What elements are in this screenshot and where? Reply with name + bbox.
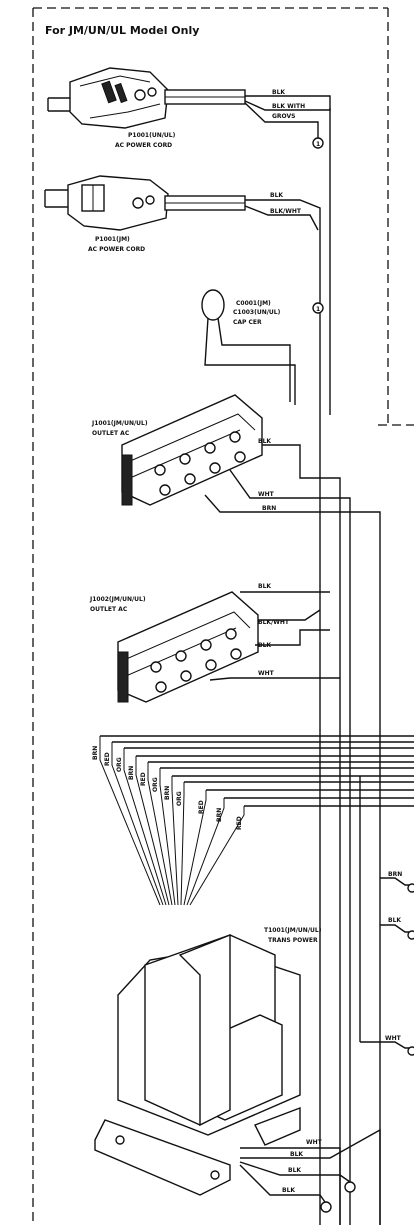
outlet2-wire-2-label: BLK/WHT <box>258 619 290 626</box>
cord-ul-ref: P1001(UN/UL) <box>128 132 176 139</box>
bottom-label-3: BLK <box>288 1167 301 1174</box>
bottom-label-2: BLK <box>290 1151 303 1158</box>
lead-label-11: RED <box>236 816 243 830</box>
cord-ul-wire-b-label-2: GROVS <box>272 113 295 120</box>
outlet1-wire-3-label: BRN <box>262 505 276 512</box>
cord-ul-terminal-number: 1 <box>316 141 320 148</box>
capacitor-ref-jm: C0001(JM) <box>236 300 271 307</box>
ac-outlet-j1001 <box>121 394 381 1225</box>
lead-label-1: BRN <box>92 746 99 760</box>
outlet1-wire-1-label: BLK <box>258 438 271 445</box>
lead-label-4: BRN <box>128 766 135 780</box>
outlet1-ref: J1001(JM/UN/UL) <box>91 420 148 427</box>
lead-label-9: RED <box>198 800 205 814</box>
power-cord-ul <box>47 67 331 415</box>
cord-jm-terminal-number: 1 <box>316 306 320 313</box>
cord-ul-desc: AC POWER CORD <box>115 142 172 149</box>
right-terminals <box>359 776 414 1056</box>
outlet2-wire-4-label: WHT <box>258 670 275 677</box>
cord-jm-wire-a-label: BLK <box>270 192 283 199</box>
ac-outlet-j1002 <box>117 591 340 703</box>
bottom-wires <box>239 1128 381 1225</box>
cord-ul-wire-b-label: BLK WITH <box>272 103 305 110</box>
outlet2-desc: OUTLET AC <box>90 606 128 613</box>
bottom-label-4: BLK <box>282 1187 295 1194</box>
lead-label-5: RED <box>140 772 147 786</box>
lead-label-6: ORG <box>152 777 159 792</box>
ceramic-capacitor <box>201 289 296 405</box>
lead-label-7: BRN <box>164 786 171 800</box>
cord-jm-ref: P1001(JM) <box>95 236 130 243</box>
lead-label-10: BRN <box>216 808 223 822</box>
right-label-1: BRN <box>388 871 402 878</box>
cord-jm-desc: AC POWER CORD <box>88 246 145 253</box>
lead-label-8: ORG <box>176 791 183 806</box>
capacitor-ref-ul: C1003(UN/UL) <box>233 309 281 316</box>
header-title: For JM/UN/UL Model Only <box>45 24 199 37</box>
model-boundary-frame <box>32 7 414 1225</box>
transformer-ref: T1001(JM/UN/UL) <box>264 927 322 934</box>
power-transformer <box>94 933 301 1196</box>
outlet2-ref: J1002(JM/UN/UL) <box>89 596 146 603</box>
right-label-2: BLK <box>388 917 401 924</box>
outlet2-wire-1-label: BLK <box>258 583 271 590</box>
bottom-label-1: WHT <box>306 1139 323 1146</box>
right-label-3: WHT <box>385 1035 402 1042</box>
transformer-desc: TRANS POWER <box>268 937 318 944</box>
lead-label-3: ORG <box>116 757 123 772</box>
cord-jm-wire-b-label: BLK/WHT <box>270 208 302 215</box>
transformer-lead-bus <box>99 735 414 906</box>
capacitor-desc: CAP CER <box>233 319 262 326</box>
power-cord-jm <box>44 175 324 1225</box>
outlet1-wire-2-label: WHT <box>258 491 275 498</box>
lead-label-2: RED <box>104 752 111 766</box>
outlet2-wire-3-label: BLK <box>258 642 271 649</box>
cord-ul-wire-a-label: BLK <box>272 89 285 96</box>
outlet1-desc: OUTLET AC <box>92 430 130 437</box>
